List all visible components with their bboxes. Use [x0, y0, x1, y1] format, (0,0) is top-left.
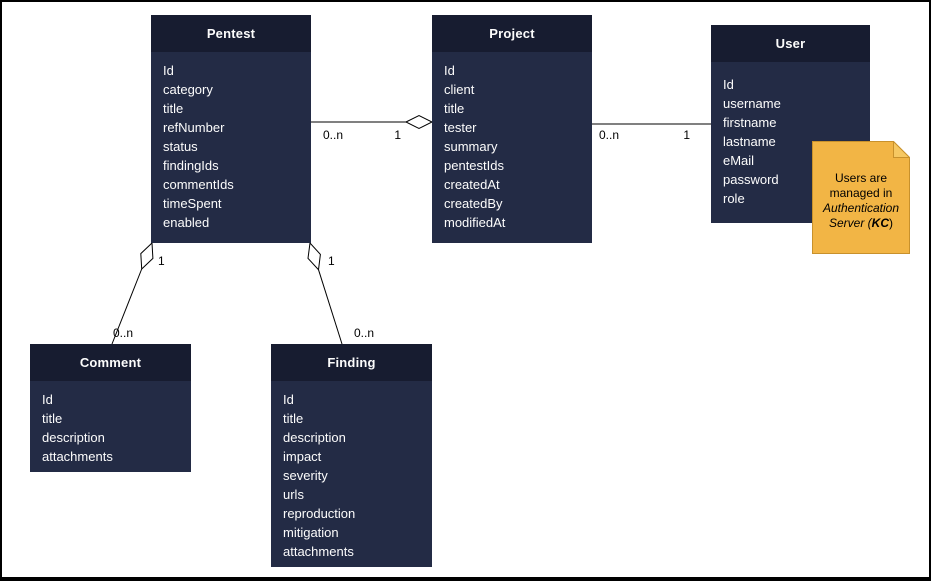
entity-field: attachments: [283, 544, 354, 559]
entity-field: attachments: [42, 449, 113, 464]
aggregation-diamond-comment: [140, 241, 154, 271]
entity-field: title: [42, 411, 63, 426]
entity-field: modifiedAt: [444, 215, 506, 230]
entity-field: Id: [163, 63, 174, 78]
entity-finding-title: Finding: [271, 344, 432, 381]
note-shape: [812, 141, 910, 254]
note-line: managed in: [829, 186, 893, 200]
entity-field: title: [444, 101, 465, 116]
entity-field: reproduction: [283, 506, 356, 521]
sticky-note: Users are managed in Authentication Serv…: [812, 141, 910, 254]
entity-field: summary: [444, 139, 498, 154]
entity-field: eMail: [723, 153, 755, 168]
note-fold-icon: [893, 141, 910, 158]
cardinality-label: 1: [683, 128, 690, 142]
cardinality-label: 0..n: [323, 128, 343, 142]
entity-field: refNumber: [163, 120, 225, 135]
note-body: [812, 141, 910, 254]
entity-comment-fields: Id title description attachments: [30, 381, 191, 472]
entity-field: username: [723, 96, 781, 111]
entity-field: role: [723, 191, 745, 206]
entity-project-title: Project: [432, 15, 592, 52]
entity-field: urls: [283, 487, 304, 502]
entity-field: client: [444, 82, 475, 97]
aggregation-diamond-finding: [307, 241, 321, 271]
entity-pentest: Pentest Id category title refNumber stat…: [151, 15, 311, 243]
entity-field: title: [283, 411, 304, 426]
cardinality-label: 1: [394, 128, 401, 142]
entity-finding: Finding Id title description impact seve…: [271, 344, 432, 567]
entity-field: severity: [283, 468, 328, 483]
entity-field: tester: [444, 120, 477, 135]
entity-field: title: [163, 101, 184, 116]
entity-field: description: [283, 430, 346, 445]
relationship-line-pentest-comment: [111, 268, 143, 345]
entity-field: commentIds: [163, 177, 234, 192]
entity-project: Project Id client title tester summary p…: [432, 15, 592, 243]
entity-field: Id: [283, 392, 294, 407]
note-text: Users are managed in Authentication Serv…: [812, 171, 910, 231]
entity-field: category: [163, 82, 213, 97]
entity-field: Id: [444, 63, 455, 78]
aggregation-diamond-project: [404, 114, 434, 130]
entity-field: findingIds: [163, 158, 219, 173]
entity-field: createdBy: [444, 196, 503, 211]
entity-field: enabled: [163, 215, 210, 230]
entity-project-fields: Id client title tester summary pentestId…: [432, 52, 592, 243]
cardinality-label: 0..n: [113, 326, 133, 340]
relationship-line-pentest-finding: [318, 269, 343, 345]
entity-field: description: [42, 430, 105, 445]
entity-field: status: [163, 139, 198, 154]
entity-user-title: User: [711, 25, 870, 62]
entity-field: firstname: [723, 115, 777, 130]
entity-field: password: [723, 172, 779, 187]
entity-field: impact: [283, 449, 322, 464]
cardinality-label: 0..n: [599, 128, 619, 142]
entity-comment-title: Comment: [30, 344, 191, 381]
entity-field: mitigation: [283, 525, 339, 540]
entity-pentest-fields: Id category title refNumber status findi…: [151, 52, 311, 243]
entity-field: Id: [723, 77, 734, 92]
cardinality-label: 0..n: [354, 326, 374, 340]
entity-field: timeSpent: [163, 196, 222, 211]
entity-pentest-title: Pentest: [151, 15, 311, 52]
entity-finding-fields: Id title description impact severity url…: [271, 381, 432, 567]
cardinality-label: 1: [158, 254, 165, 268]
note-line: Server (KC): [828, 216, 894, 230]
entity-field: lastname: [723, 134, 776, 149]
entity-field: pentestIds: [444, 158, 504, 173]
entity-field: Id: [42, 392, 53, 407]
cardinality-label: 1: [328, 254, 335, 268]
entity-comment: Comment Id title description attachments: [30, 344, 191, 472]
note-line: Authentication: [822, 201, 900, 215]
note-line: Users are: [834, 171, 887, 185]
entity-field: createdAt: [444, 177, 500, 192]
